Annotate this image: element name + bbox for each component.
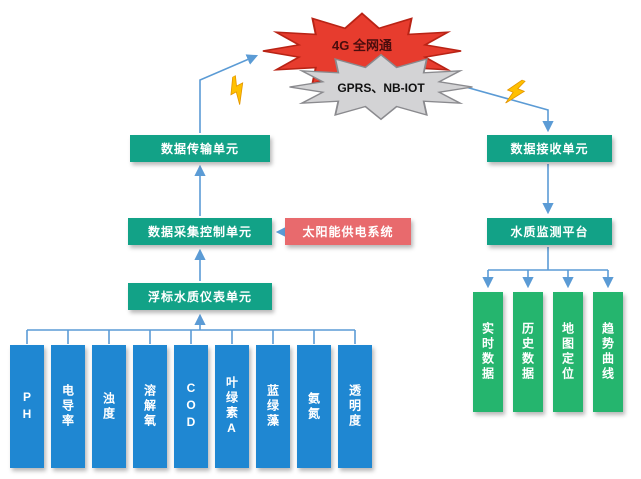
sensor-box-ammonia-nitrogen: 氨氮 bbox=[297, 345, 331, 468]
sensor-label: 电导率 bbox=[60, 384, 75, 429]
module-label: 实时数据 bbox=[480, 322, 495, 382]
node-label: 数据接收单元 bbox=[510, 142, 589, 156]
module-box-trend-curve: 趋势曲线 bbox=[593, 292, 623, 412]
sensor-box-transparency: 透明度 bbox=[338, 345, 372, 468]
burst-gprs-shape bbox=[289, 53, 473, 121]
node-data-acquisition-control-unit: 数据采集控制单元 bbox=[128, 218, 272, 245]
node-label: 水质监测平台 bbox=[510, 225, 589, 239]
node-label: 数据采集控制单元 bbox=[147, 225, 252, 239]
sensor-label: PH bbox=[20, 389, 34, 424]
sensor-box-dissolved-oxygen: 溶解氧 bbox=[133, 345, 167, 468]
node-label: 浮标水质仪表单元 bbox=[147, 290, 252, 304]
sensor-label: COD bbox=[184, 381, 198, 432]
sensor-box-cod: COD bbox=[174, 345, 208, 468]
module-box-realtime-data: 实时数据 bbox=[473, 292, 503, 412]
burst-4g-label: 4G 全网通 bbox=[332, 38, 392, 53]
node-label: 太阳能供电系统 bbox=[302, 225, 394, 239]
sensor-label: 蓝绿藻 bbox=[265, 384, 280, 429]
module-label: 历史数据 bbox=[520, 322, 535, 382]
sensor-box-ph: PH bbox=[10, 345, 44, 468]
burst-gprs: GPRS、NB-IOT bbox=[285, 50, 477, 124]
sensor-label: 透明度 bbox=[347, 384, 362, 429]
sensor-label: 氨氮 bbox=[306, 391, 321, 422]
node-label: 数据传输单元 bbox=[160, 142, 239, 156]
sensor-box-turbidity: 浊度 bbox=[92, 345, 126, 468]
module-label: 趋势曲线 bbox=[600, 322, 615, 382]
sensor-box-chlorophyll-a: 叶绿素A bbox=[215, 345, 249, 468]
node-data-transmission-unit: 数据传输单元 bbox=[130, 135, 270, 162]
lightning-icon bbox=[222, 73, 254, 109]
sensor-box-conductivity: 电导率 bbox=[51, 345, 85, 468]
node-buoy-instrument-unit: 浮标水质仪表单元 bbox=[128, 283, 272, 310]
node-solar-power-system: 太阳能供电系统 bbox=[285, 218, 411, 245]
module-box-history-data: 历史数据 bbox=[513, 292, 543, 412]
sensor-label: 叶绿素A bbox=[224, 375, 239, 438]
node-water-quality-platform: 水质监测平台 bbox=[487, 218, 612, 245]
node-data-receiving-unit: 数据接收单元 bbox=[487, 135, 612, 162]
sensor-box-blue-green-algae: 蓝绿藻 bbox=[256, 345, 290, 468]
module-box-map-location: 地图定位 bbox=[553, 292, 583, 412]
module-label: 地图定位 bbox=[560, 322, 575, 382]
sensor-label: 浊度 bbox=[101, 391, 116, 422]
lightning-icon bbox=[500, 75, 530, 110]
burst-gprs-label: GPRS、NB-IOT bbox=[337, 81, 425, 95]
sensor-label: 溶解氧 bbox=[142, 384, 157, 429]
